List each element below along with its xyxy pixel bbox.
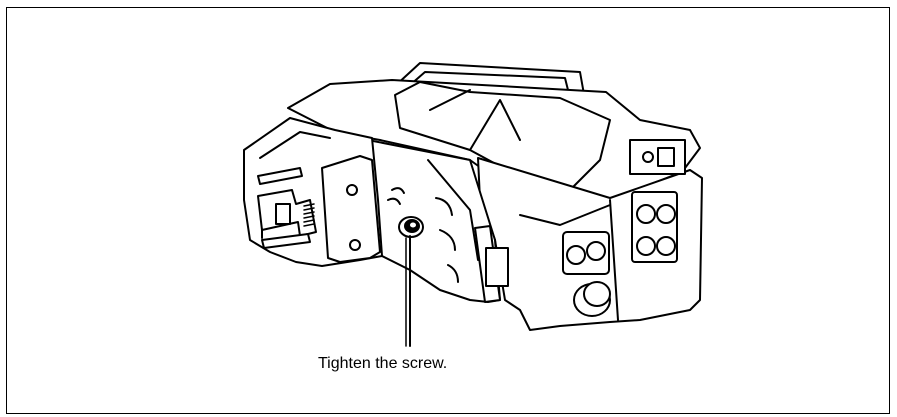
front-connector-1 [566,245,586,265]
clip-hole-1 [346,184,358,196]
latch-tab [275,203,291,225]
handle-line [429,89,521,151]
front-lever [485,247,509,287]
handle [394,81,611,191]
latch-spring [303,203,315,227]
side-connector-4 [656,236,676,256]
side-connector-3 [636,236,656,256]
latch-rail-2 [261,233,311,249]
screw-hole-top [387,187,405,205]
clip-hole-2 [349,239,361,251]
latch-rail [257,167,303,185]
side-icon-box [657,147,675,167]
clip-plate [321,155,381,263]
side-connector-2 [656,204,676,224]
front-face-detail [427,159,479,283]
knob-top [583,281,611,307]
side-connector-1 [636,204,656,224]
instruction-caption: Tighten the screw. [318,355,448,372]
right-block-edge [519,199,619,321]
side-icon [642,151,654,163]
front-connector-2 [586,241,606,261]
screw-icon [398,216,424,238]
